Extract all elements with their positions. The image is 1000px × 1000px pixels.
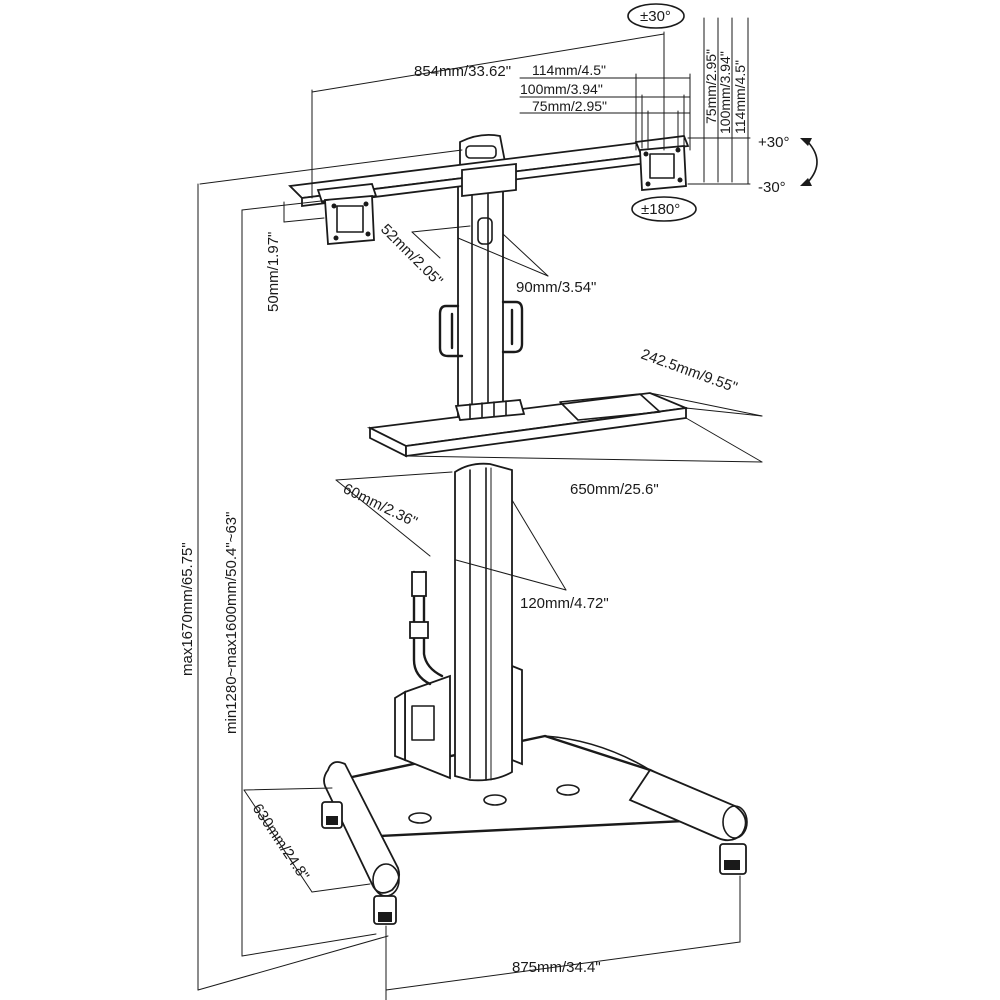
label-vesa-75: 75mm/2.95" [532, 98, 607, 114]
caster-front-right [719, 843, 747, 875]
label-swivel: ±30° [640, 8, 671, 25]
label-vesa-v114: 114mm/4.5" [732, 60, 748, 134]
label-vesa-100: 100mm/3.94" [520, 81, 603, 97]
label-shelf-width: 650mm/25.6" [570, 481, 659, 498]
base-assembly [321, 734, 748, 925]
label-column-lower-width: 120mm/4.72" [520, 595, 609, 612]
keyboard-shelf [366, 392, 690, 458]
label-vesa-114: 114mm/4.5" [532, 62, 606, 78]
label-width-total: 854mm/33.62" [414, 63, 511, 80]
label-column-depth: 60mm/2.36" [340, 480, 420, 531]
label-shelf-depth: 242.5mm/9.55" [639, 346, 740, 397]
label-tilt-up: +30° [758, 134, 789, 151]
caster-front-left [373, 895, 397, 925]
label-arm-offset: 50mm/1.97" [265, 232, 282, 312]
label-base-width: 875mm/34.4" [512, 959, 601, 976]
label-base-depth: 630mm/24.8" [249, 801, 313, 884]
label-tilt-down: -30° [758, 179, 786, 196]
cpu-holder [394, 570, 523, 780]
caster-rear-left [321, 801, 343, 829]
label-column-width: 90mm/3.54" [516, 279, 596, 296]
vesa-plate-right [634, 135, 690, 191]
dimension-lines [197, 3, 818, 1000]
column [438, 133, 524, 782]
label-vesa-v75: 75mm/2.95" [703, 49, 719, 124]
label-rotation: ±180° [641, 201, 680, 218]
label-height-range: min1280~max1600mm/50.4"~63" [223, 512, 240, 734]
label-max-height: max1670mm/65.75" [179, 542, 196, 676]
label-vesa-v100: 100mm/3.94" [717, 51, 733, 134]
vesa-plate-left [316, 183, 378, 245]
label-bar-depth: 52mm/2.05" [377, 221, 446, 290]
